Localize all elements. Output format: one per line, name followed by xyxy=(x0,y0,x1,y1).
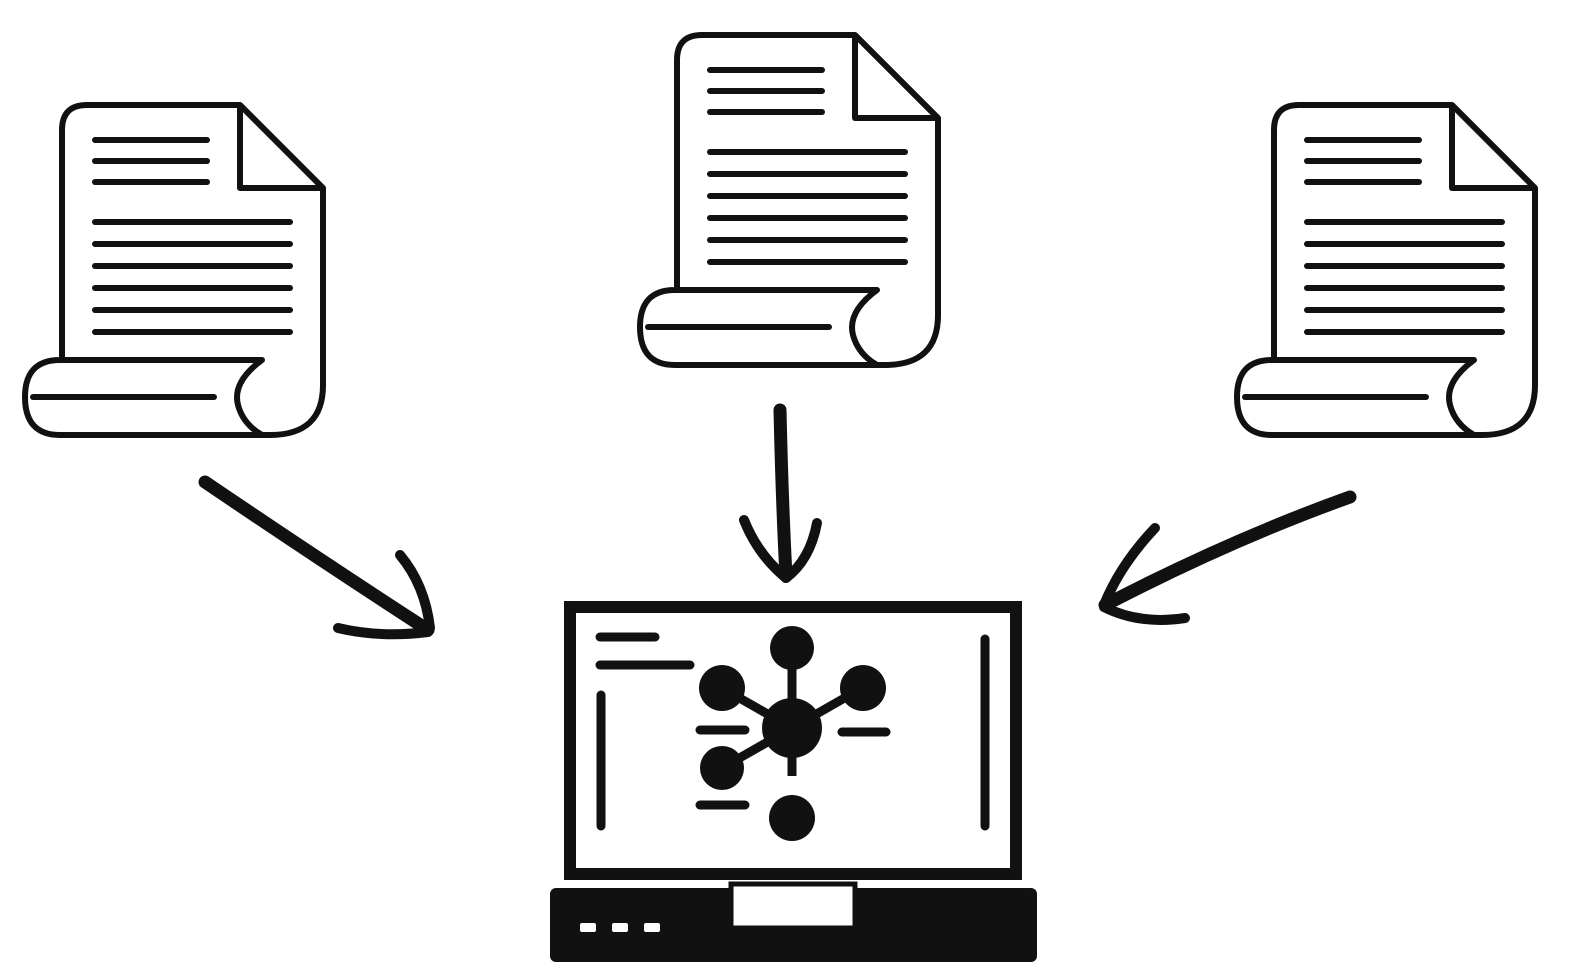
network-graph-icon xyxy=(699,626,886,841)
arrow-right-icon xyxy=(1098,490,1357,625)
document-left-icon xyxy=(25,105,323,435)
arrow-center-icon xyxy=(739,403,822,583)
document-center-icon xyxy=(640,35,938,365)
arrow-left-icon xyxy=(198,475,435,640)
laptop-icon xyxy=(550,601,1037,962)
laptop-indicator-dots xyxy=(580,923,660,932)
document-right-icon xyxy=(1237,105,1535,435)
